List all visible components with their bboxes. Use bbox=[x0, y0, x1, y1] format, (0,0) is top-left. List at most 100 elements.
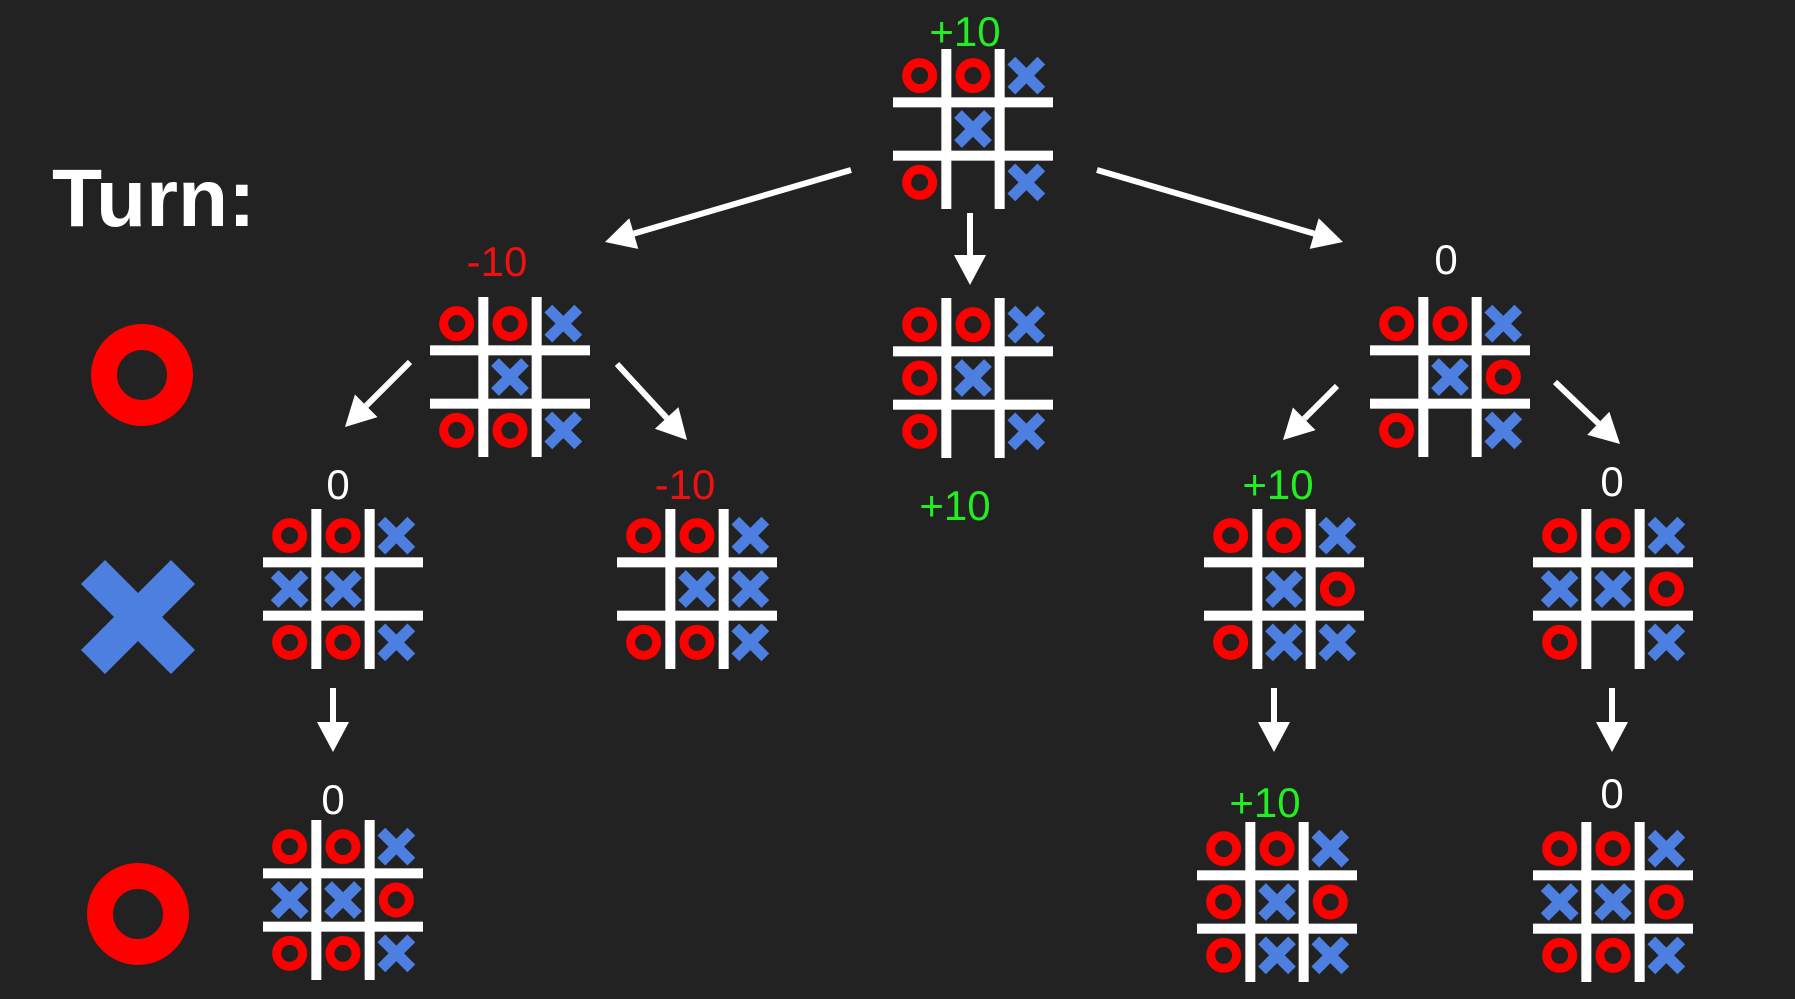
x-mark bbox=[1318, 623, 1357, 662]
o-mark bbox=[1213, 518, 1249, 554]
o-mark bbox=[1379, 306, 1415, 342]
o-mark bbox=[1319, 571, 1355, 607]
o-mark bbox=[1266, 518, 1302, 554]
o-mark bbox=[1379, 412, 1415, 448]
grid-line bbox=[1533, 610, 1693, 621]
o-mark bbox=[492, 412, 528, 448]
tree-arrow bbox=[1283, 383, 1340, 440]
grid-line bbox=[1204, 610, 1364, 621]
board-l3d bbox=[1533, 822, 1693, 982]
x-mark bbox=[731, 516, 770, 555]
x-mark bbox=[377, 934, 416, 973]
o-mark bbox=[1206, 831, 1242, 867]
o-mark bbox=[955, 307, 991, 343]
tree-arrow bbox=[1552, 379, 1620, 444]
x-mark bbox=[324, 570, 362, 608]
grid-line bbox=[311, 820, 322, 980]
x-mark bbox=[377, 827, 416, 866]
score-label-l2c: +10 bbox=[1242, 461, 1313, 508]
grid-line bbox=[1471, 297, 1482, 457]
o-mark bbox=[679, 624, 715, 660]
o-mark bbox=[1213, 624, 1249, 660]
grid-line bbox=[1533, 870, 1693, 881]
o-mark bbox=[679, 518, 715, 554]
x-mark bbox=[377, 623, 416, 662]
x-mark bbox=[324, 881, 362, 919]
x-mark bbox=[1311, 829, 1350, 868]
o-mark bbox=[325, 624, 361, 660]
o-mark bbox=[272, 829, 308, 865]
grid-line bbox=[1197, 870, 1357, 881]
x-mark bbox=[954, 359, 992, 397]
o-mark bbox=[272, 935, 308, 971]
x-mark bbox=[1265, 623, 1303, 662]
grid-line bbox=[1634, 822, 1645, 982]
x-mark bbox=[544, 411, 583, 450]
o-mark bbox=[1485, 359, 1521, 395]
o-mark bbox=[325, 935, 361, 971]
x-mark bbox=[1484, 304, 1523, 343]
x-mark bbox=[731, 623, 770, 662]
grid-line bbox=[1370, 345, 1530, 356]
x-mark bbox=[1647, 829, 1686, 868]
turn-x-icon bbox=[80, 559, 196, 675]
turn-indicator bbox=[91, 324, 193, 426]
o-mark bbox=[1542, 518, 1578, 554]
grid-line bbox=[1305, 509, 1316, 669]
grid-line bbox=[263, 921, 423, 932]
o-mark bbox=[1648, 571, 1684, 607]
grid-line bbox=[263, 868, 423, 879]
grid-line bbox=[941, 298, 952, 458]
grid-line bbox=[531, 297, 542, 457]
x-mark bbox=[1258, 936, 1296, 975]
score-label-l3c: +10 bbox=[1229, 779, 1300, 826]
board-l2b bbox=[617, 509, 777, 669]
o-mark bbox=[902, 360, 938, 396]
grid-line bbox=[893, 346, 1053, 357]
score-label-l2a: 0 bbox=[326, 461, 349, 508]
grid-line bbox=[1634, 509, 1645, 669]
score-label-l1b: +10 bbox=[919, 482, 990, 529]
o-mark bbox=[325, 518, 361, 554]
o-mark bbox=[1595, 937, 1631, 973]
board-l2a bbox=[263, 509, 423, 669]
grid-line bbox=[994, 49, 1005, 209]
grid-line bbox=[617, 610, 777, 621]
grid-line bbox=[430, 345, 590, 356]
o-mark bbox=[902, 307, 938, 343]
o-mark bbox=[955, 58, 991, 94]
o-mark bbox=[272, 518, 308, 554]
grid-line bbox=[478, 297, 489, 457]
grid-line bbox=[263, 557, 423, 568]
score-label-l2d: 0 bbox=[1600, 458, 1623, 505]
grid-line bbox=[1298, 822, 1309, 982]
x-mark bbox=[1007, 56, 1046, 95]
grid-line bbox=[893, 399, 1053, 410]
o-mark bbox=[1542, 624, 1578, 660]
board-l1b bbox=[893, 298, 1053, 458]
x-mark bbox=[544, 304, 583, 343]
score-label-l1a: -10 bbox=[467, 238, 528, 285]
o-mark bbox=[272, 624, 308, 660]
x-mark bbox=[1647, 516, 1686, 555]
x-mark bbox=[678, 570, 716, 608]
turn-indicator bbox=[87, 863, 189, 965]
x-mark bbox=[1431, 358, 1469, 396]
o-mark bbox=[325, 829, 361, 865]
x-mark bbox=[731, 570, 770, 608]
score-label-l3a: 0 bbox=[321, 776, 344, 823]
x-mark bbox=[1594, 883, 1632, 921]
x-mark bbox=[1258, 883, 1296, 921]
o-mark bbox=[1595, 831, 1631, 867]
board-root bbox=[893, 49, 1053, 209]
turn-o-icon bbox=[87, 863, 189, 965]
o-mark bbox=[626, 518, 662, 554]
o-mark bbox=[1432, 306, 1468, 342]
tree-arrow bbox=[1596, 688, 1628, 752]
grid-line bbox=[364, 820, 375, 980]
tree-arrow bbox=[345, 359, 413, 427]
x-mark bbox=[1594, 570, 1632, 608]
x-mark bbox=[1311, 936, 1350, 975]
turn-o-icon bbox=[91, 324, 193, 426]
